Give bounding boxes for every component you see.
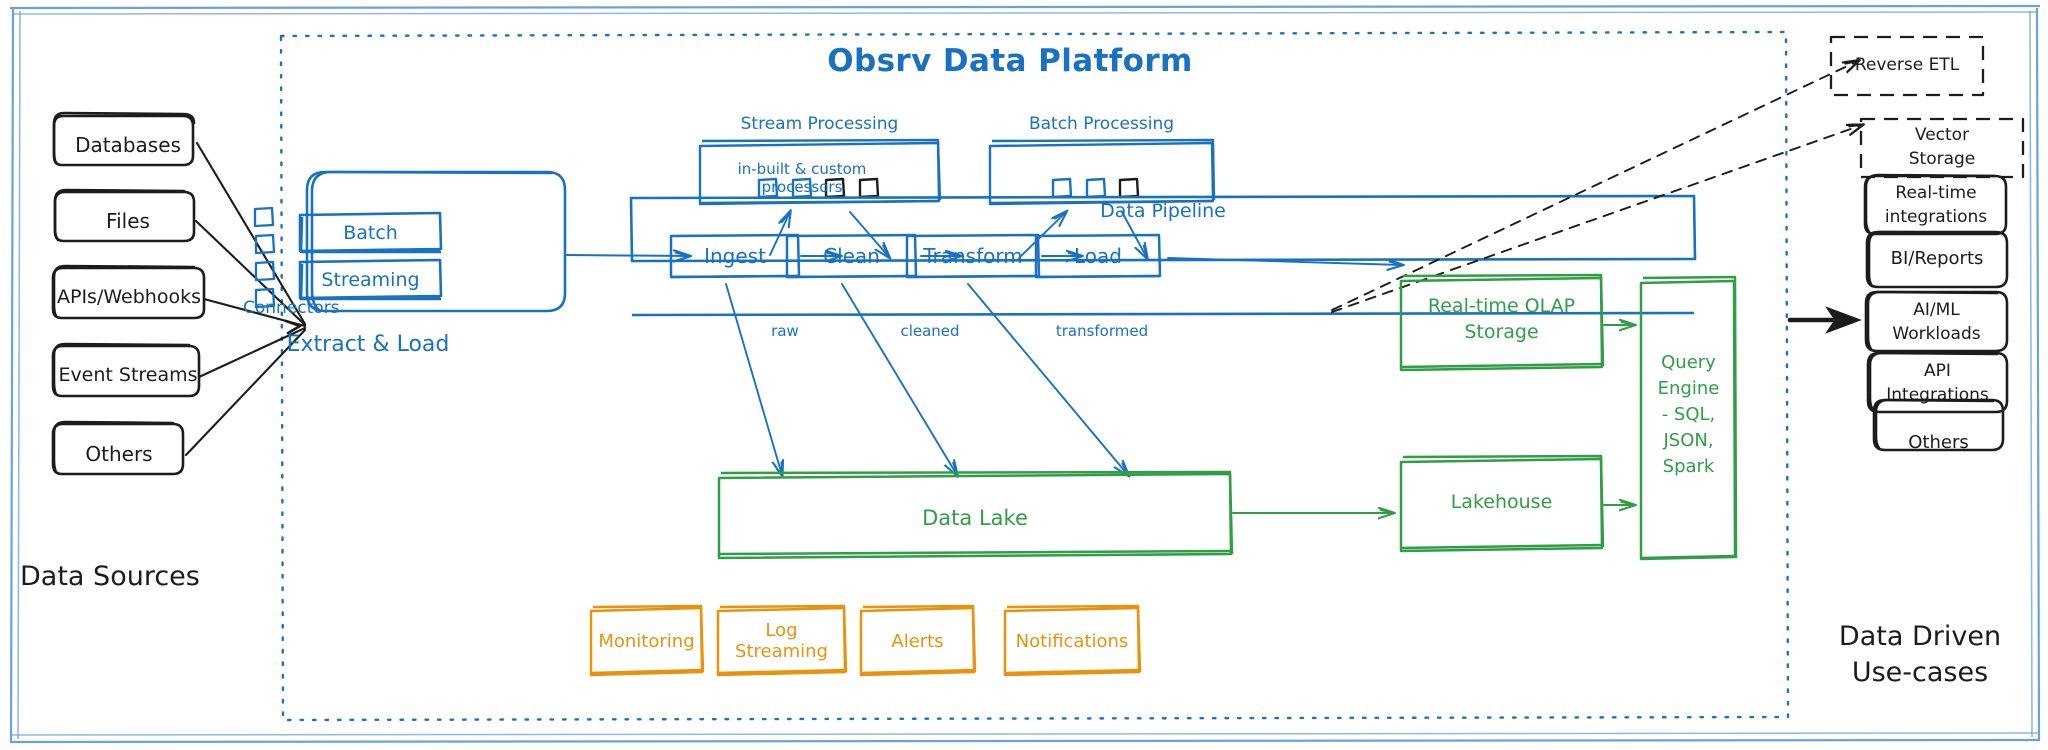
query-engine-box-shape	[1639, 275, 1738, 561]
batch-processor-chips	[1051, 177, 1140, 199]
data-lake-box-shape	[717, 470, 1234, 560]
connector-slot-icons	[253, 206, 276, 309]
pipeline-stage-shapes	[669, 233, 1162, 279]
data-source-shapes	[51, 111, 206, 476]
source-to-connector-edges	[184, 141, 307, 457]
pipeline-to-lake-edges	[725, 283, 1128, 475]
outer-frame	[9, 4, 2041, 744]
vector-storage-box-shape	[1859, 117, 2025, 179]
processing-box-shapes	[698, 138, 1216, 206]
reverse-etl-box-shape	[1829, 35, 1985, 97]
data-pipeline-box-shape	[629, 194, 1697, 317]
lakehouse-box-shape	[1399, 454, 1605, 553]
extract-mode-shapes	[298, 211, 443, 301]
load-to-olap-edge	[1167, 257, 1402, 265]
connectors-box-shape	[305, 170, 567, 313]
connectors-to-ingest-edge	[566, 255, 689, 256]
use-case-shapes	[1863, 173, 2009, 452]
platform-boundary	[279, 30, 1790, 722]
ops-box-shapes	[589, 604, 1142, 677]
olap-box-shape	[1399, 273, 1605, 372]
stream-processor-chips	[757, 177, 880, 199]
green-flow-edges	[1232, 325, 1634, 513]
